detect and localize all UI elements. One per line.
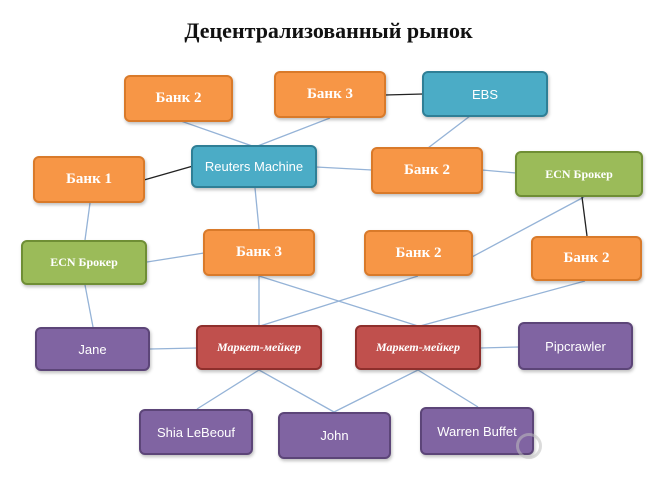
pipcrawler-label: Pipcrawler	[545, 338, 606, 354]
ecn-broker-right-label: ECN Брокер	[545, 166, 613, 181]
bank-3-mid-label: Банк 3	[236, 244, 282, 260]
edge-bank2top-reuters	[177, 119, 256, 148]
edge-mmright-pipcrawler	[479, 346, 520, 349]
warren-buffet-label: Warren Buffet	[437, 423, 517, 439]
bank-2-center-node: Банк 2	[364, 230, 473, 276]
bank-1-label: Банк 1	[66, 171, 112, 187]
reuters-machine-label: Reuters Machine	[204, 159, 304, 174]
edge-bank2right-mmright	[419, 280, 586, 327]
bank-2-mid-node: Банк 2	[371, 147, 483, 194]
pipcrawler-node: Pipcrawler	[518, 322, 633, 370]
ecn-broker-left-label: ECN Брокер	[50, 255, 118, 269]
market-maker-right-node: Маркет-мейкер	[355, 325, 481, 370]
watermark-logo-icon	[516, 433, 542, 459]
bank-2-top-node: Банк 2	[124, 75, 233, 122]
warren-buffet-node: Warren Buffet	[420, 407, 534, 455]
ebs-node: EBS	[422, 71, 548, 117]
bank-3-top-label: Банк 3	[307, 86, 353, 102]
edge-bank1-ecnleft	[84, 202, 91, 241]
john-node: John	[278, 412, 391, 459]
market-maker-left-label: Маркет-мейкер	[217, 340, 301, 354]
ebs-label: EBS	[471, 86, 498, 102]
bank-2-mid-label: Банк 2	[404, 162, 450, 178]
edge-bank1-reuters	[143, 165, 194, 181]
edge-jane-mmleft	[149, 347, 198, 350]
market-maker-right-label: Маркет-мейкер	[376, 340, 460, 354]
jane-node: Jane	[35, 327, 150, 371]
edge-bank2mid-ecnright	[481, 169, 517, 174]
bank-1-node: Банк 1	[33, 156, 145, 203]
bank-2-right-label: Банк 2	[563, 250, 610, 266]
edge-mmright-warren	[417, 369, 479, 408]
edge-reuters-bank3mid	[254, 187, 260, 230]
john-label: John	[320, 428, 349, 443]
edge-mmleft-shia	[196, 369, 260, 410]
edge-ecnleft-jane	[84, 284, 94, 328]
edge-ecnright-bank2right	[581, 196, 588, 237]
edge-reuters-bank2mid	[315, 166, 373, 171]
edge-bank3top-ebs	[384, 93, 424, 96]
edge-bank3top-reuters	[254, 117, 331, 148]
bank-3-mid-node: Банк 3	[203, 229, 315, 276]
watermark-logo	[516, 426, 648, 466]
diagram-title: Децентрализованный рынок	[184, 18, 473, 43]
bank-2-center-label: Банк 2	[395, 244, 442, 261]
reuters-machine-node: Reuters Machine	[191, 145, 317, 188]
edge-mmleft-john	[258, 369, 335, 413]
bank-2-top-label: Банк 2	[155, 90, 202, 106]
edge-mmright-john	[333, 369, 419, 413]
shia-lebeouf-node: Shia LeBeouf	[139, 409, 253, 455]
ecn-broker-right-node: ECN Брокер	[515, 151, 643, 197]
ecn-broker-left-node: ECN Брокер	[21, 240, 147, 285]
bank-3-top-node: Банк 3	[274, 71, 386, 118]
market-maker-left-node: Маркет-мейкер	[196, 325, 322, 370]
edge-ecnleft-bank3mid	[146, 252, 205, 263]
edge-ecnright-bank2center	[469, 196, 585, 259]
jane-label: Jane	[78, 341, 107, 357]
edge-ebs-bank2mid	[427, 115, 471, 149]
edge-bank2center-mmleft	[259, 275, 419, 327]
bank-2-right-node: Банк 2	[531, 236, 642, 281]
shia-lebeouf-label: Shia LeBeouf	[156, 424, 236, 440]
